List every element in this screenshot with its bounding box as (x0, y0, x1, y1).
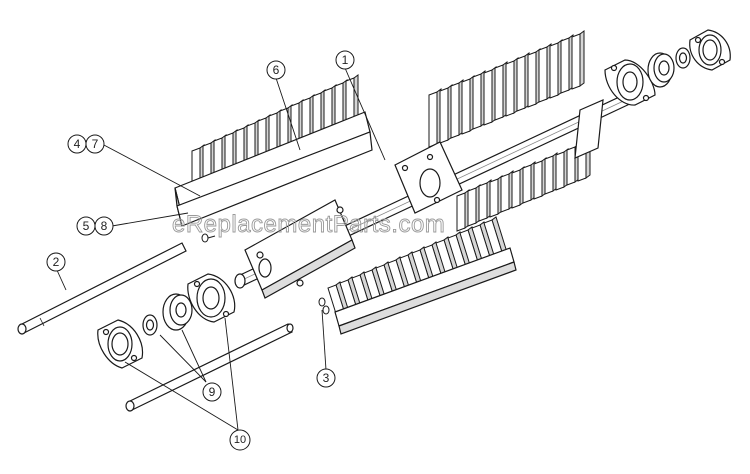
rear-clamp-plate (394, 141, 463, 214)
callout-6-label: 6 (273, 63, 280, 77)
callout-9-label: 9 (209, 385, 216, 399)
right-bracket (574, 99, 604, 159)
callout-2: 2 (46, 252, 66, 272)
left-collar (142, 314, 158, 336)
callout-5-label: 5 (83, 219, 90, 233)
callout-5: 5 (76, 216, 96, 236)
callout-10-label: 10 (234, 434, 246, 446)
callout-4-label: 4 (74, 137, 81, 151)
leader-lines (55, 67, 386, 431)
callout-3: 3 (316, 368, 336, 388)
callout-4: 4 (67, 134, 87, 154)
right-flange-plate (689, 29, 731, 71)
set-screw-lower (318, 297, 330, 315)
left-bearing (162, 293, 193, 331)
callout-8: 8 (94, 216, 114, 236)
callout-7-label: 7 (92, 137, 99, 151)
right-collar (675, 47, 691, 69)
left-flange-plate (97, 319, 144, 369)
set-screw-upper (201, 233, 216, 243)
callout-8-label: 8 (101, 219, 108, 233)
rod-upper (17, 242, 187, 335)
callout-9: 9 (202, 382, 222, 402)
callout-3-label: 3 (323, 371, 330, 385)
front-clamp-plate (244, 199, 356, 299)
callout-1: 1 (335, 50, 355, 70)
watermark-text: eReplacementParts.com (172, 211, 445, 238)
callout-10: 10 (229, 429, 251, 451)
callout-6: 6 (266, 60, 286, 80)
front-comb-base (174, 111, 373, 227)
left-bearing-housing (187, 273, 236, 323)
lower-comb-base (334, 247, 517, 335)
right-bearing (647, 52, 675, 88)
callout-2-label: 2 (53, 255, 60, 269)
callout-1-label: 1 (342, 53, 349, 67)
callout-7: 7 (85, 134, 105, 154)
right-bearing-housing (604, 59, 656, 106)
